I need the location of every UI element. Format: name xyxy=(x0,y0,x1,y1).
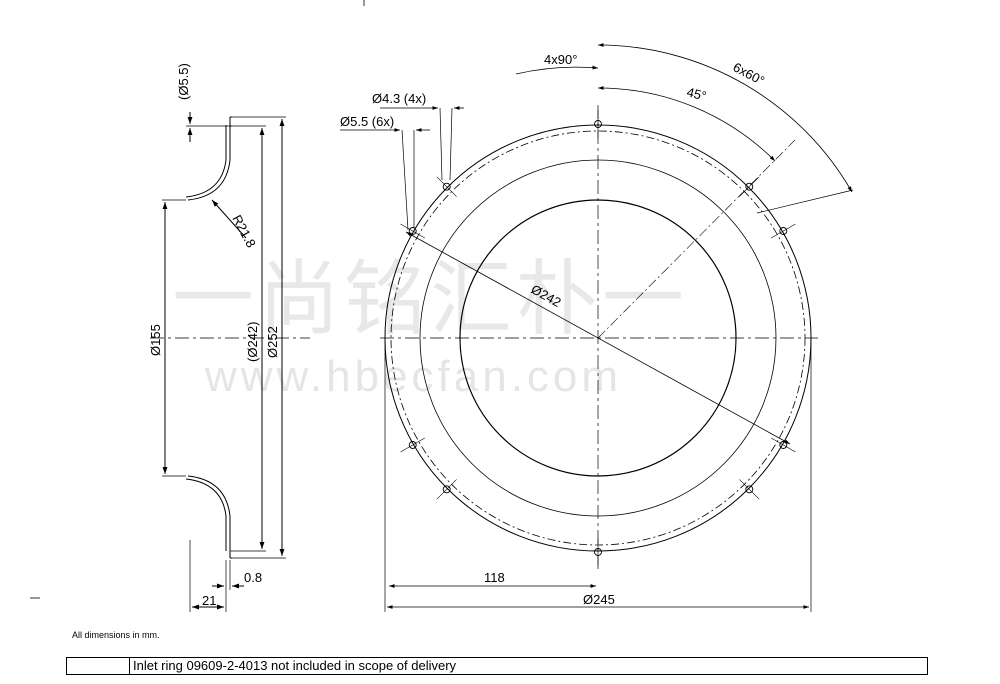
dim-mid-dia: (Ø242) xyxy=(245,322,260,362)
ring-profile-inner xyxy=(185,125,227,551)
dim-inner-dia: Ø155 xyxy=(148,324,163,356)
watermark-cn: 一尚铭汇朴一 xyxy=(172,252,689,347)
dim-hole-43: Ø4.3 (4x) xyxy=(372,91,426,106)
hole-centerline xyxy=(436,176,457,197)
dim-outer-245: Ø245 xyxy=(583,592,615,607)
dim-angle: 45° xyxy=(685,84,708,103)
hole-centerline xyxy=(739,479,760,500)
dim-radius-118: 118 xyxy=(484,570,505,585)
dim-hole-55: Ø5.5 (6x) xyxy=(340,114,394,129)
hole-centerline xyxy=(436,479,457,500)
hole-centerline xyxy=(400,437,425,453)
dim-hole-side: (Ø5.5) xyxy=(176,63,191,100)
dim-outer-dia: Ø252 xyxy=(265,326,280,358)
dim-pattern-4: 4x90° xyxy=(544,52,577,67)
mounting-hole xyxy=(442,182,451,191)
side-view xyxy=(30,0,365,612)
hole-centerline xyxy=(739,176,760,197)
units-note: All dimensions in mm. xyxy=(72,630,160,640)
dim-depth: 21 xyxy=(202,593,216,608)
ring-profile-outer xyxy=(187,117,231,558)
title-block-text: Inlet ring 09609-2-4013 not included in … xyxy=(129,658,456,674)
mounting-hole xyxy=(442,485,451,494)
dim-thickness: 0.8 xyxy=(244,570,262,585)
title-block: Inlet ring 09609-2-4013 not included in … xyxy=(66,657,928,675)
watermark-url: www.hbecfan.com xyxy=(205,352,623,401)
front-view xyxy=(340,43,854,612)
mounting-hole xyxy=(745,485,754,494)
dim-pattern-6: 6x60° xyxy=(731,59,768,88)
